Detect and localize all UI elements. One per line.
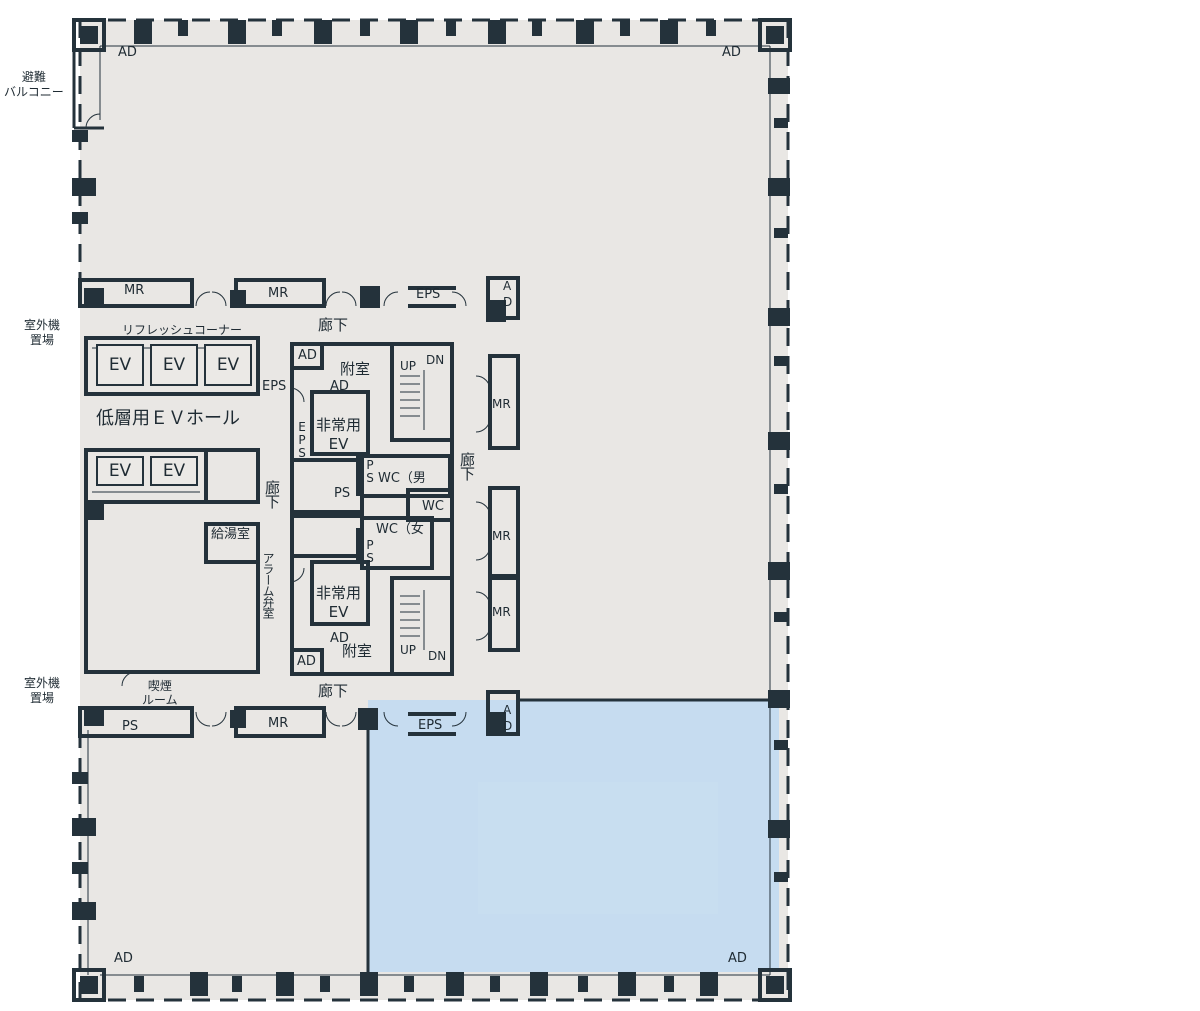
outdoor-unit-area-label: 室外機 置場 xyxy=(24,676,61,705)
mr-label: MR xyxy=(492,397,511,411)
emergency-elevator-label: 非常用 EV xyxy=(316,584,362,621)
stair-down-label: DN xyxy=(426,353,445,367)
kitchenette-label: 給湯室 xyxy=(211,527,251,542)
ad-label: AD xyxy=(114,951,133,966)
smoking-room-label: 喫煙 ルーム xyxy=(142,679,178,708)
elevator-car: EV xyxy=(150,344,198,386)
eps-vertical-label: EPS xyxy=(295,420,309,459)
corridor-vertical-label: 廊下 xyxy=(263,480,281,508)
mr-label: MR xyxy=(268,716,289,731)
corridor-label: 廊下 xyxy=(318,682,349,700)
wc-men-label: WC（男 xyxy=(378,471,426,486)
mr-label: MR xyxy=(268,286,289,301)
ad-label: AD xyxy=(330,631,349,646)
evacuation-balcony-label: 避難 バルコニー xyxy=(4,70,64,99)
ad-label: AD xyxy=(330,379,349,394)
ad-label: AD xyxy=(298,348,317,363)
annex-room-label: 附室 xyxy=(342,642,373,660)
corner-shafts xyxy=(72,18,792,1002)
stair-down-label: DN xyxy=(428,649,447,663)
ad-label: AD xyxy=(118,45,137,60)
elevator-car: EV xyxy=(96,344,144,386)
ps-vertical-label: PS xyxy=(363,458,377,484)
stair-up-label: UP xyxy=(400,643,417,657)
wc-label: WC xyxy=(422,499,444,514)
ad-label: D xyxy=(503,719,513,733)
core-walls xyxy=(78,276,788,972)
corridor-label: 廊下 xyxy=(318,316,349,334)
eps-label: EPS xyxy=(262,379,287,394)
mr-label: MR xyxy=(492,529,511,543)
refresh-corner-label: リフレッシュコーナー xyxy=(122,323,243,337)
corridor-vertical-label: 廊下 xyxy=(458,452,476,480)
ad-label: A xyxy=(503,703,512,717)
eps-label: EPS xyxy=(416,287,441,302)
ad-label: A xyxy=(503,279,512,293)
low-rise-ev-hall-label: 低層用ＥＶホール xyxy=(96,408,240,429)
ad-label: AD xyxy=(728,951,747,966)
ps-vertical-label: PS xyxy=(363,538,377,564)
ps-label: PS xyxy=(122,719,139,734)
mr-label: MR xyxy=(492,605,511,619)
ps-label: PS xyxy=(334,486,351,501)
ad-label: AD xyxy=(297,654,316,669)
elevator-car: EV xyxy=(150,456,198,486)
eps-label: EPS xyxy=(418,718,443,733)
ad-label: AD xyxy=(722,45,741,60)
annex-room-label: 附室 xyxy=(340,360,371,378)
emergency-elevator-label: 非常用 EV xyxy=(316,416,362,453)
mr-label: MR xyxy=(124,283,145,298)
ad-label: D xyxy=(503,295,513,309)
elevator-car: EV xyxy=(96,456,144,486)
elevator-car: EV xyxy=(204,344,252,386)
outdoor-unit-area-label: 室外機 置場 xyxy=(24,318,61,347)
stair-up-label: UP xyxy=(400,359,417,373)
wc-women-label: WC（女 xyxy=(376,522,424,537)
alarm-valve-room-label: アラーム弁室 xyxy=(261,552,275,618)
